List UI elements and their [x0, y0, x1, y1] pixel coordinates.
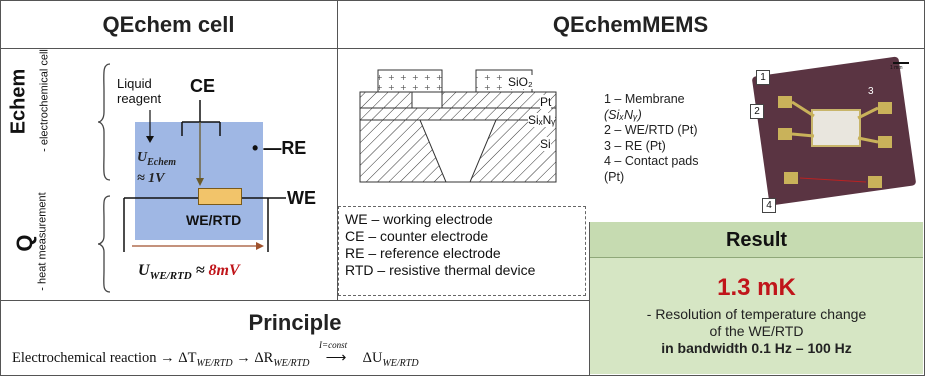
- mems-list-item: 4 – Contact pads: [604, 154, 699, 168]
- mems-list-item: 1 – Membrane: [604, 92, 685, 106]
- legend-item: RTD – resistive thermal device: [345, 262, 536, 278]
- mems-list-item: (SiₓNᵧ): [604, 107, 642, 122]
- principle-equation: Electrochemical reaction → ΔTWE/RTD → ΔR…: [12, 340, 419, 369]
- q-side-label: Q - heat measurement: [2, 192, 62, 296]
- layer-label-pt: Pt: [540, 95, 552, 109]
- q-label: Q: [12, 234, 37, 252]
- result-desc-line1: - Resolution of temperature change: [646, 306, 867, 322]
- u-we-value: 8mV: [208, 262, 240, 279]
- result-bandwidth: in bandwidth 0.1 Hz – 100 Hz: [661, 340, 852, 356]
- photo-label-4: 4: [762, 198, 776, 213]
- legend-item: WE – working electrode: [345, 211, 493, 227]
- result-description: - Resolution of temperature change of th…: [590, 306, 923, 357]
- u-we-subscript: WE/RTD: [149, 270, 192, 283]
- we-measurement-wiring: [123, 197, 286, 252]
- legend-item: RE – reference electrode: [345, 245, 501, 261]
- mems-list-item: (Pt): [604, 169, 625, 184]
- layer-label-sixny: SiₓNᵧ: [528, 113, 556, 127]
- we-rtd-element: [198, 188, 242, 205]
- layer-label-sio2: SiO₂: [508, 75, 533, 89]
- layer-label-si: Si: [540, 137, 551, 151]
- header-qechem-mems: QEchemMEMS: [552, 12, 709, 37]
- u-echem-value: ≈ 1V: [137, 170, 165, 186]
- result-desc-line2: of the WE/RTD: [709, 323, 804, 339]
- re-dot-icon: •: [252, 138, 264, 158]
- u-we-symbol: U: [138, 262, 150, 279]
- q-brace: [97, 195, 111, 293]
- main-divider: [337, 0, 338, 300]
- mems-list-item: 3 – RE (Pt): [604, 138, 666, 153]
- eq-start: Electrochemical reaction → ΔT: [12, 350, 197, 366]
- scale-bar: [893, 62, 909, 64]
- eq-sub2: WE/RTD: [273, 357, 310, 369]
- eq-mid2: ΔU: [359, 350, 383, 366]
- eq-sub3: WE/RTD: [382, 357, 419, 369]
- echem-side-label: Echem - electrochemical cell: [2, 49, 62, 152]
- re-label: • —RE: [252, 138, 307, 158]
- eq-arrow: I=const⟶: [319, 340, 348, 366]
- u-we-rtd-label: UWE/RTD ≈ 8mV: [138, 262, 240, 282]
- echem-brace: [97, 63, 111, 181]
- we-rtd-label: WE/RTD: [186, 212, 242, 228]
- ce-electrode: [181, 100, 221, 186]
- result-left-border: [589, 222, 590, 376]
- header-qechem-cell: QEchem cell: [102, 12, 235, 37]
- mems-cross-section: +: [359, 69, 557, 183]
- photo-label-1: 1: [756, 70, 770, 85]
- legend-item: CE – counter electrode: [345, 228, 489, 244]
- liquid-reagent-line2: reagent: [117, 91, 162, 106]
- principle-divider: [0, 300, 590, 301]
- eq-arrow-label: I=const: [319, 340, 348, 350]
- liquid-reagent-line1: Liquid: [117, 76, 152, 91]
- principle-title: Principle: [248, 310, 342, 335]
- eq-sub1: WE/RTD: [196, 357, 233, 369]
- photo-label-3: 3: [868, 86, 874, 97]
- echem-label: Echem: [7, 68, 30, 135]
- result-title: Result: [590, 222, 923, 258]
- u-echem-subscript: Echem: [147, 156, 177, 168]
- u-we-approx: ≈: [191, 262, 209, 279]
- scale-bar-label: 1 mm: [890, 65, 903, 71]
- u-echem-label: UEchem ≈ 1V: [137, 150, 176, 187]
- eq-mid1: → ΔR: [232, 350, 274, 366]
- chip-pads: [778, 96, 892, 188]
- liquid-reagent-label: Liquid reagent: [117, 76, 161, 106]
- mems-component-list: 1 – Membrane (SiₓNᵧ) 2 – WE/RTD (Pt) 3 –…: [604, 92, 699, 185]
- echem-sub-label: - electrochemical cell: [38, 49, 51, 152]
- reagent-arrow: [146, 110, 154, 143]
- re-text: RE: [281, 138, 307, 158]
- photo-label-2: 2: [750, 104, 764, 119]
- result-value: 1.3 mK: [717, 274, 796, 301]
- ce-label: CE: [190, 76, 216, 96]
- q-sub-label: - heat measurement: [36, 192, 49, 291]
- we-label: WE: [287, 188, 316, 208]
- abbreviation-legend: WE – working electrode CE – counter elec…: [338, 206, 586, 296]
- u-echem-symbol: U: [137, 150, 148, 165]
- mems-list-item: 2 – WE/RTD (Pt): [604, 123, 698, 137]
- header-divider: [0, 48, 925, 49]
